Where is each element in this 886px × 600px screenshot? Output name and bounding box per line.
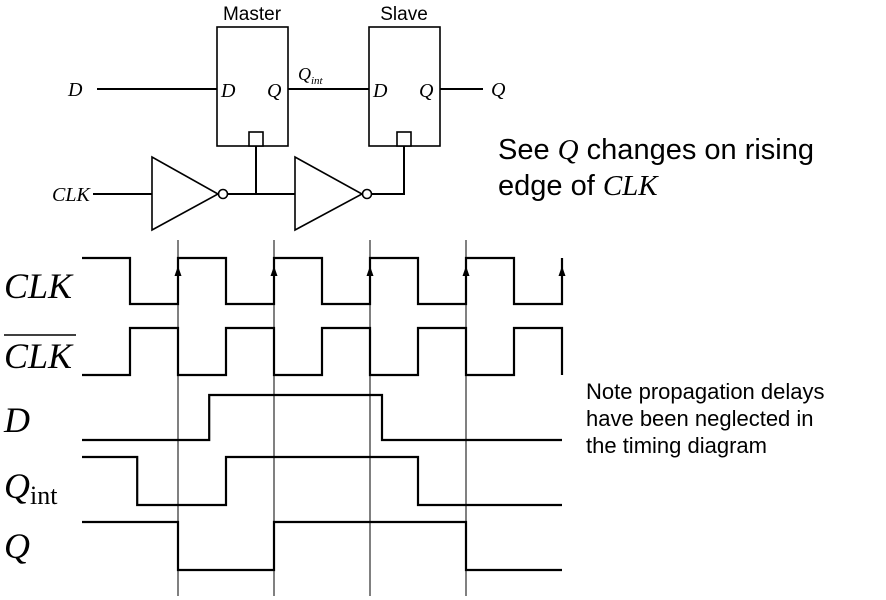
slave-pin-q: Q bbox=[419, 80, 434, 102]
delay-note-line2: have been neglected in bbox=[586, 406, 814, 431]
note-symbol-clk: CLK bbox=[602, 170, 658, 202]
inverter-1-bubble bbox=[217, 188, 229, 200]
inverter-2 bbox=[294, 155, 364, 232]
waveform-CLK_bar bbox=[82, 326, 564, 377]
slave-clock-pin bbox=[396, 131, 412, 147]
signal-label-Q: Q bbox=[4, 526, 30, 566]
delay-note-line1: Note propagation delays bbox=[586, 379, 825, 404]
rising-edge-arrow-icon bbox=[558, 266, 566, 276]
slave-flipflop bbox=[368, 26, 441, 147]
propagation-delay-note: Note propagation delays have been neglec… bbox=[586, 378, 825, 459]
d-input-label: D bbox=[67, 79, 83, 101]
slave-clock-wire bbox=[372, 146, 405, 195]
master-flipflop bbox=[216, 26, 289, 147]
slave-pin-d: D bbox=[372, 80, 388, 102]
q-output-label: Q bbox=[491, 79, 506, 101]
note-middle: changes on rising bbox=[578, 134, 814, 166]
inverter-1 bbox=[151, 155, 220, 232]
rising-edge-arrow-icon bbox=[174, 266, 182, 276]
master-label: Master bbox=[223, 4, 282, 25]
signal-label-Qint: Qint bbox=[4, 466, 58, 510]
master-pin-q: Q bbox=[267, 80, 282, 102]
rising-edge-arrow-icon bbox=[270, 266, 278, 276]
waveform-CLK bbox=[82, 256, 564, 306]
signal-label-D: D bbox=[3, 400, 30, 440]
signal-label-CLK: CLK bbox=[4, 266, 74, 306]
master-pin-d: D bbox=[220, 80, 236, 102]
rising-edge-note-line1: See Q changes on rising bbox=[498, 132, 814, 168]
waveform-Q bbox=[82, 520, 562, 572]
rising-edge-note-line2: edge of CLK bbox=[498, 168, 814, 204]
note-line2-prefix: edge of bbox=[498, 170, 603, 202]
waveform-Qint bbox=[82, 455, 562, 507]
note-prefix: See bbox=[498, 134, 558, 166]
inverter-2-bubble bbox=[361, 188, 373, 200]
signal-label-CLK_bar: CLK bbox=[4, 336, 74, 376]
rising-edge-arrow-icon bbox=[462, 266, 470, 276]
rising-edge-arrow-icon bbox=[366, 266, 374, 276]
clk-input-label: CLK bbox=[52, 184, 91, 206]
rising-edge-note: See Q changes on rising edge of CLK bbox=[498, 132, 814, 204]
note-symbol-q: Q bbox=[557, 134, 579, 166]
waveform-D bbox=[82, 393, 562, 442]
slave-label: Slave bbox=[380, 4, 428, 25]
delay-note-line3: the timing diagram bbox=[586, 433, 767, 458]
master-clock-pin bbox=[248, 131, 264, 147]
qint-wire-label: Qint bbox=[298, 64, 324, 87]
